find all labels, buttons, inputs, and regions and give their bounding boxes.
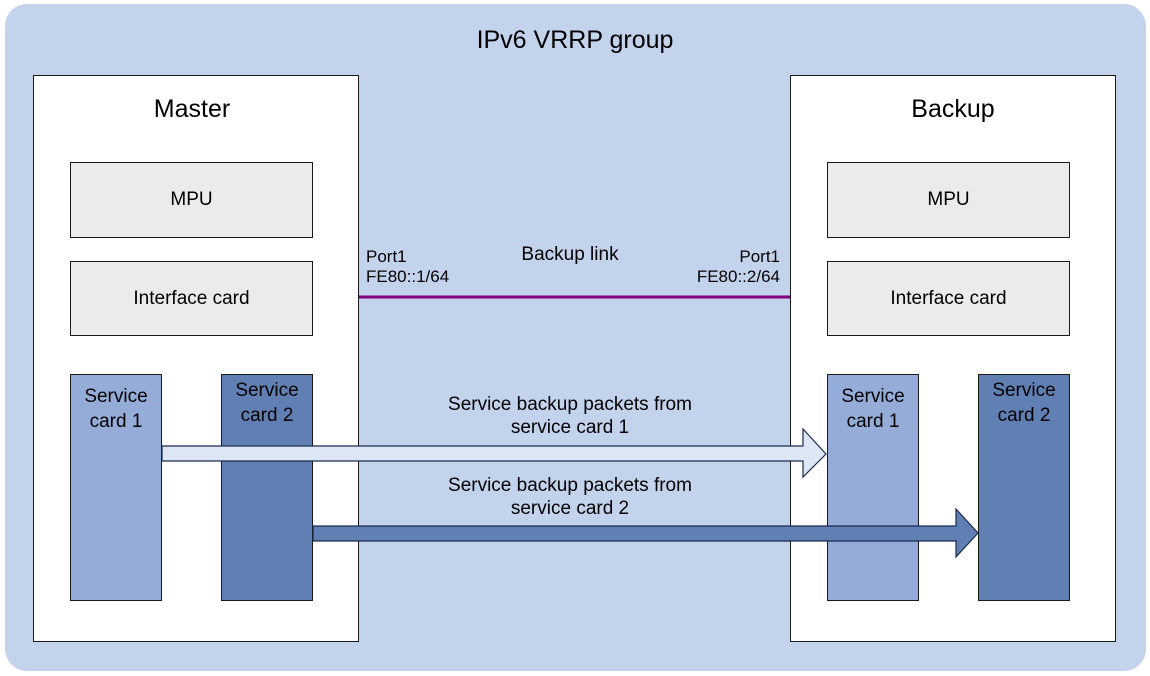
master-mpu-label: MPU xyxy=(170,189,213,210)
backup-interface-card: Interface card xyxy=(827,261,1070,336)
flow-1-arrow xyxy=(161,427,827,479)
backup-mpu-label: MPU xyxy=(927,189,970,210)
master-interface-card-label: Interface card xyxy=(133,287,250,309)
backup-port-address: FE80::2/64 xyxy=(696,267,780,287)
backup-mpu: MPU xyxy=(827,162,1070,238)
master-service-card-2-line1: Service xyxy=(235,380,299,401)
flow-1-label-line1: Service backup packets from xyxy=(448,394,692,415)
flow-2-label: Service backup packets from service card… xyxy=(395,475,745,521)
backup-service-card-2-line1: Service xyxy=(992,380,1056,401)
master-port-address: FE80::1/64 xyxy=(366,267,450,287)
flow-2-label-line2: service card 2 xyxy=(510,497,630,519)
master-service-card-1: Service card 1 xyxy=(70,374,162,601)
backup-port-label: Port1 FE80::2/64 xyxy=(640,247,780,288)
vrrp-group-title: IPv6 VRRP group xyxy=(476,26,674,54)
backup-title: Backup xyxy=(911,95,995,123)
master-port-label: Port1 FE80::1/64 xyxy=(366,247,449,288)
flow-2-label-line1: Service backup packets from xyxy=(448,475,692,496)
backup-service-card-2-line2: card 2 xyxy=(997,404,1051,426)
backup-service-card-1-line2: card 1 xyxy=(846,410,900,432)
flow-2-arrow xyxy=(312,507,979,559)
master-service-card-1-line2: card 1 xyxy=(89,410,143,432)
backup-service-card-1-line1: Service xyxy=(841,386,905,407)
master-interface-card: Interface card xyxy=(70,261,313,336)
master-port-name: Port1 xyxy=(366,247,407,266)
backup-link-label: Backup link xyxy=(521,244,619,265)
flow-1-label: Service backup packets from service card… xyxy=(395,394,745,440)
master-service-card-2: Service card 2 xyxy=(221,374,313,601)
backup-service-card-1: Service card 1 xyxy=(827,374,919,601)
master-mpu: MPU xyxy=(70,162,313,238)
backup-port-name: Port1 xyxy=(739,247,780,266)
master-title: Master xyxy=(153,95,231,123)
flow-1-label-line2: service card 1 xyxy=(510,416,630,438)
backup-service-card-2: Service card 2 xyxy=(978,374,1070,601)
master-service-card-1-line1: Service xyxy=(84,386,148,407)
master-service-card-2-line2: card 2 xyxy=(240,404,294,426)
backup-interface-card-label: Interface card xyxy=(890,287,1007,309)
